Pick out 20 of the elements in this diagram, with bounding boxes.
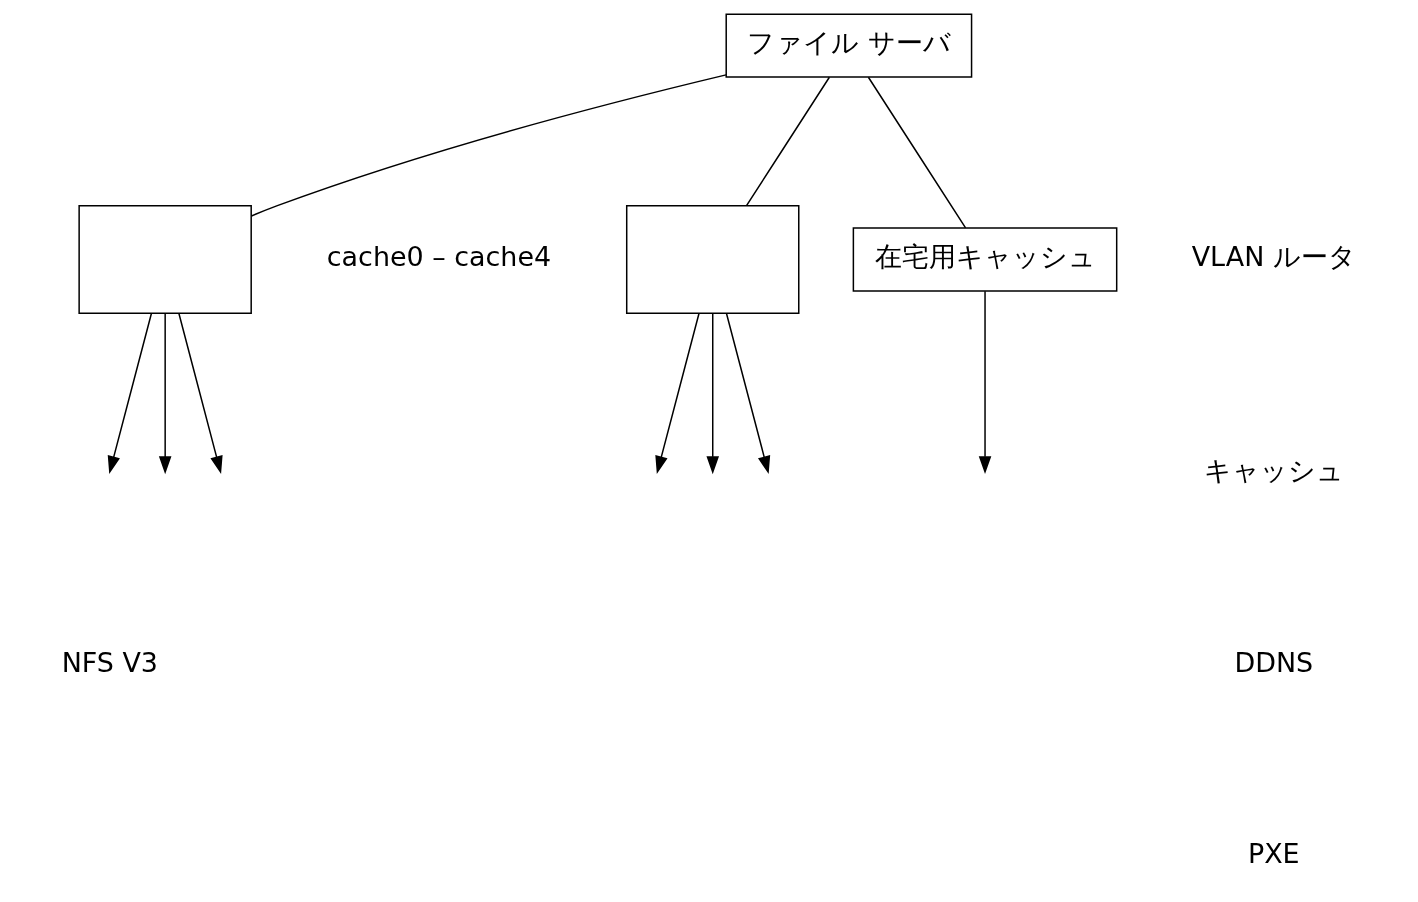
connector (250, 74, 727, 217)
node-box (78, 204, 252, 315)
arrow (158, 312, 172, 475)
arrow (178, 312, 223, 475)
node-box: ファイル サーバ (725, 13, 973, 78)
label: キャッシュ (1203, 455, 1344, 487)
connector (867, 76, 967, 229)
label: cache0 – cache4 (326, 241, 552, 273)
connector (745, 76, 831, 207)
arrow (725, 312, 771, 475)
label: PXE (1247, 838, 1300, 870)
arrow (978, 290, 992, 475)
label: DDNS (1234, 646, 1314, 678)
node-box (625, 204, 800, 315)
label: VLAN ルータ (1191, 241, 1356, 273)
arrow (107, 312, 153, 475)
label: NFS V3 (61, 646, 158, 678)
node-box: 在宅用キャッシュ (852, 227, 1118, 292)
arrow (706, 312, 720, 475)
arrow (655, 312, 700, 475)
